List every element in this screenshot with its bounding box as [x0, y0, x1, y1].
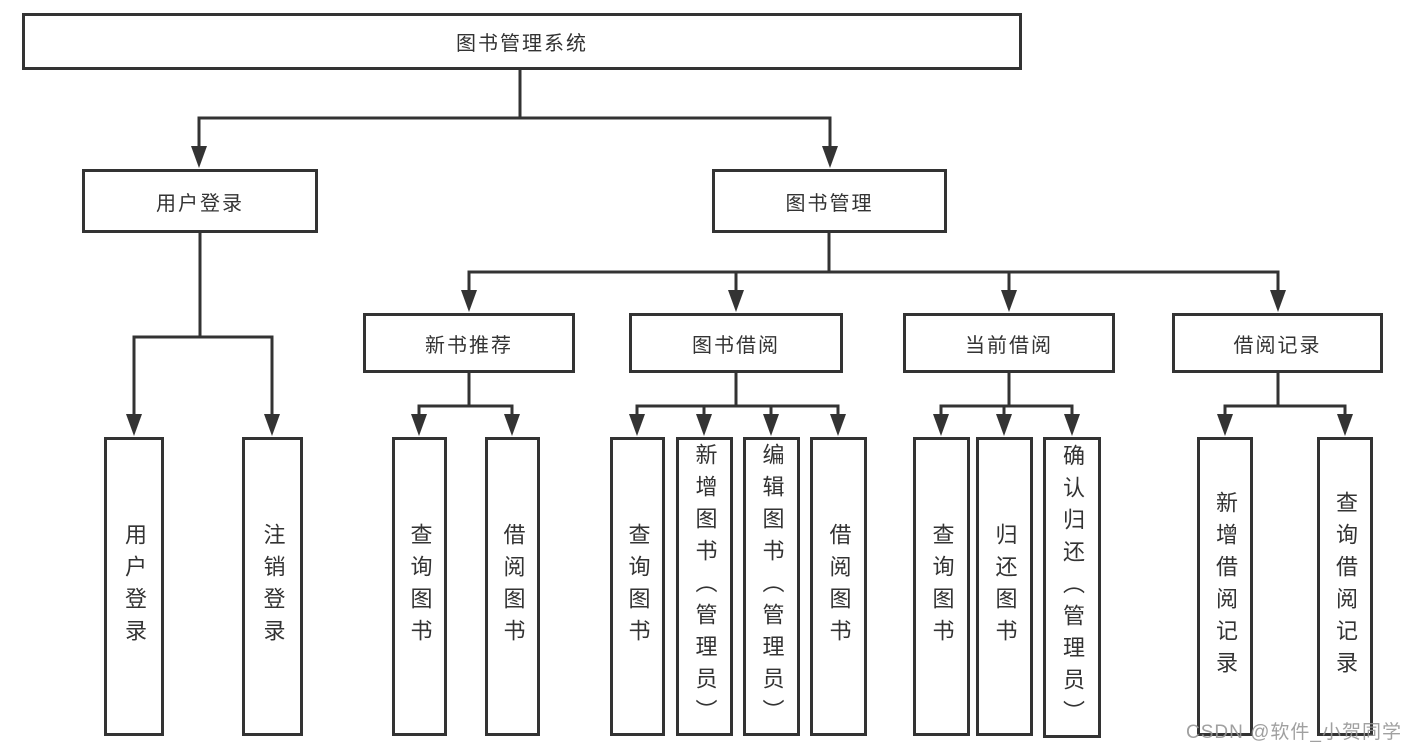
leaf-query-books-recommend-label: 查询图书	[407, 522, 433, 651]
leaf-add-book-admin-label: 新增图书（管理员）	[692, 442, 718, 731]
node-user-login-label: 用户登录	[156, 192, 244, 215]
leaf-query-books-current-label: 查询图书	[929, 522, 955, 651]
connector-user-login-to-leaves	[126, 231, 280, 436]
node-root-system: 图书管理系统	[22, 13, 1022, 70]
node-book-borrow-label: 图书借阅	[692, 334, 780, 357]
leaf-borrow-books: 借阅图书	[810, 437, 867, 736]
leaf-return-book-label: 归还图书	[992, 522, 1018, 651]
node-current-borrow-label: 当前借阅	[965, 334, 1053, 357]
leaf-edit-book-admin-label: 编辑图书（管理员）	[759, 442, 785, 731]
leaf-edit-book-admin: 编辑图书（管理员）	[743, 437, 800, 736]
node-book-management-label: 图书管理	[785, 192, 874, 215]
connector-new-book-to-leaves	[411, 371, 520, 436]
leaf-borrow-books-recommend: 借阅图书	[485, 437, 540, 736]
node-borrow-records: 借阅记录	[1172, 313, 1383, 373]
connector-borrow-records-to-leaves	[1217, 371, 1353, 436]
csdn-watermark: CSDN @软件_小贺同学	[1186, 722, 1402, 743]
leaf-query-books-recommend: 查询图书	[392, 437, 447, 736]
node-current-borrow: 当前借阅	[903, 313, 1115, 373]
node-root-system-label: 图书管理系统	[456, 33, 588, 55]
connector-root-to-level2	[191, 67, 838, 168]
leaf-user-login: 用户登录	[104, 437, 164, 736]
node-new-book-recommend: 新书推荐	[363, 313, 575, 373]
leaf-add-borrow-record: 新增借阅记录	[1197, 437, 1253, 736]
node-borrow-records-label: 借阅记录	[1233, 334, 1322, 357]
node-user-login: 用户登录	[82, 169, 318, 233]
connector-book-management-to-level3	[461, 231, 1286, 312]
leaf-borrow-books-label: 借阅图书	[826, 522, 852, 651]
leaf-user-login-label: 用户登录	[122, 522, 147, 651]
leaf-confirm-return-admin-label: 确认归还（管理员）	[1060, 443, 1085, 732]
leaf-query-borrow-record-label: 查询借阅记录	[1333, 490, 1358, 683]
leaf-logout-label: 注销登录	[260, 522, 286, 651]
leaf-query-books-borrow: 查询图书	[610, 437, 665, 736]
leaf-logout: 注销登录	[242, 437, 303, 736]
leaf-borrow-books-recommend-label: 借阅图书	[500, 522, 526, 651]
connector-current-borrow-to-leaves	[933, 371, 1080, 436]
leaf-add-borrow-record-label: 新增借阅记录	[1213, 490, 1238, 683]
leaf-query-books-current: 查询图书	[913, 437, 970, 736]
node-new-book-recommend-label: 新书推荐	[425, 334, 513, 357]
connector-book-borrow-to-leaves	[629, 371, 846, 436]
node-book-borrow: 图书借阅	[629, 313, 843, 373]
leaf-add-book-admin: 新增图书（管理员）	[676, 437, 733, 736]
leaf-confirm-return-admin: 确认归还（管理员）	[1043, 437, 1101, 738]
leaf-return-book: 归还图书	[976, 437, 1033, 736]
node-book-management: 图书管理	[712, 169, 947, 233]
leaf-query-books-borrow-label: 查询图书	[625, 522, 651, 651]
leaf-query-borrow-record: 查询借阅记录	[1317, 437, 1373, 736]
